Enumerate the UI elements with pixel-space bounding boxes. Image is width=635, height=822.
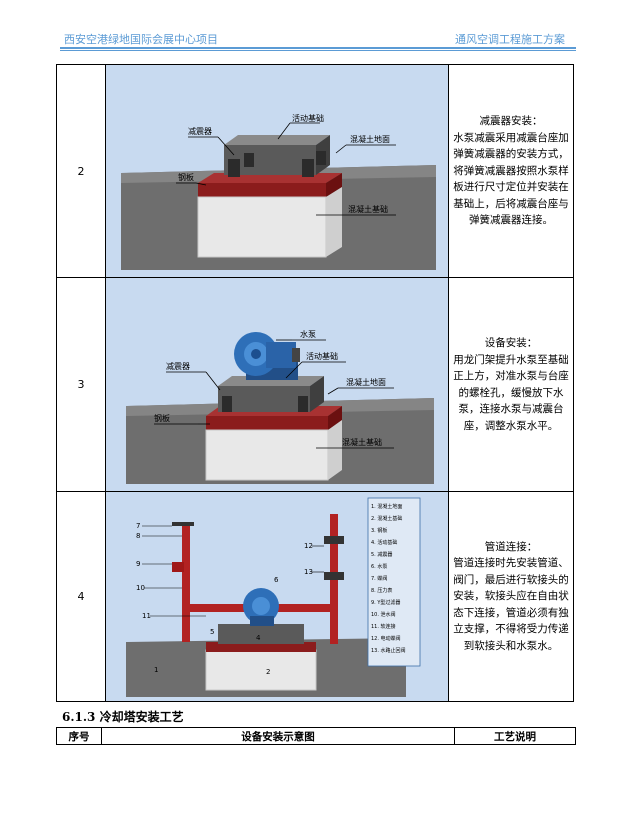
- row-number: 3: [56, 277, 106, 492]
- legend-item: 5. 减震器: [371, 551, 392, 558]
- desc-title: 减震器安装：: [479, 115, 543, 128]
- callout-1: 1: [154, 666, 158, 674]
- label-concrete-foundation: 混凝土基础: [348, 204, 388, 214]
- desc-title: 管道连接：: [484, 540, 538, 553]
- header-right-title: 通风空调工程施工方案: [455, 33, 565, 46]
- legend-item: 9. Y型过滤器: [371, 599, 400, 606]
- callout-11: 11: [142, 612, 151, 620]
- table-row: 2: [56, 64, 574, 278]
- col-header-diagram: 设备安装示意图: [101, 727, 455, 745]
- row-number: 4: [56, 491, 106, 702]
- callout-13: 13: [304, 568, 313, 576]
- row-number: 2: [56, 64, 106, 278]
- callout-2: 2: [266, 668, 270, 676]
- callout-4: 4: [256, 634, 261, 642]
- step-description: 减震器安装： 水泵减震采用减震台座加弹簧减震器的安装方式，将弹簧减震器按照水泵样…: [448, 64, 574, 278]
- desc-body: 水泵减震采用减震台座加弹簧减震器的安装方式，将弹簧减震器按照水泵样板进行尺寸定位…: [453, 131, 569, 227]
- legend-list: 1. 混凝土地面 2. 混凝土基础 3. 钢板 4. 活动基础 5. 减震器 6…: [371, 503, 406, 654]
- col-header-process: 工艺说明: [454, 727, 576, 745]
- legend-item: 4. 活动基础: [371, 539, 397, 546]
- callout-7: 7: [136, 522, 140, 530]
- step-description: 管道连接： 管道连接时先安装管道、阀门，最后进行软接头的安装，软接头应在自由状态…: [448, 491, 574, 702]
- label-damper: 减震器: [166, 361, 190, 371]
- callout-9: 9: [136, 560, 140, 568]
- step-illustration: 7 8 9 10 11 12 13 6 5 4 1 2: [105, 491, 449, 702]
- desc-body: 用龙门架提升水泵至基础正上方，对准水泵与台座的螺栓孔，缓慢放下水泵，连接水泵与减…: [453, 353, 569, 432]
- legend-item: 13. 水路止回阀: [371, 647, 406, 654]
- label-steel-plate: 钢板: [154, 413, 170, 423]
- label-active-base: 活动基础: [306, 351, 338, 361]
- pipe-connection-diagram: 7 8 9 10 11 12 13 6 5 4 1 2: [106, 492, 448, 701]
- callout-6: 6: [274, 576, 279, 584]
- step-illustration: 活动基础 减震器 混凝土地面 钢板 混凝土基础: [105, 64, 449, 278]
- label-damper: 减震器: [188, 126, 212, 136]
- header-rule: [60, 47, 576, 49]
- legend-item: 11. 软连接: [371, 623, 396, 630]
- callout-8: 8: [136, 532, 140, 540]
- section-title: 6.1.3 冷却塔安装工艺: [62, 710, 184, 724]
- label-pump: 水泵: [300, 329, 316, 339]
- legend-box: [367, 497, 421, 667]
- callout-10: 10: [136, 584, 145, 592]
- label-steel-plate: 钢板: [178, 172, 194, 182]
- table-row: 3: [56, 277, 574, 492]
- cooling-tower-table-header: 序号 设备安装示意图 工艺说明: [56, 727, 576, 745]
- pump-install-diagram: 水泵 活动基础 减震器 混凝土地面 钢板 混凝土基础: [106, 278, 448, 491]
- header-rule-thin: [60, 50, 576, 51]
- step-description: 设备安装： 用龙门架提升水泵至基础正上方，对准水泵与台座的螺栓孔，缓慢放下水泵，…: [448, 277, 574, 492]
- callout-12: 12: [304, 542, 313, 550]
- concrete-foundation-shape: [197, 196, 327, 258]
- col-header-seq: 序号: [56, 727, 102, 745]
- label-concrete-floor: 混凝土地面: [350, 134, 390, 144]
- table-row: 4 7: [56, 491, 574, 702]
- label-concrete-foundation: 混凝土基础: [342, 437, 382, 447]
- desc-body: 管道连接时先安装管道、阀门，最后进行软接头的安装，软接头应在自由状态下连接，管道…: [453, 557, 569, 652]
- callout-5: 5: [210, 628, 214, 636]
- legend-item: 6. 水泵: [371, 563, 387, 570]
- table-header-row: 序号 设备安装示意图 工艺说明: [56, 727, 576, 745]
- legend-item: 1. 混凝土地面: [371, 503, 402, 510]
- pipe-left-shape: [182, 522, 190, 642]
- legend-item: 3. 钢板: [371, 527, 387, 534]
- label-active-base: 活动基础: [292, 113, 324, 123]
- legend-item: 12. 电动蝶阀: [371, 635, 401, 642]
- desc-title: 设备安装：: [484, 337, 538, 349]
- legend-item: 8. 压力表: [371, 587, 392, 594]
- steel-plate-shape: [198, 183, 326, 197]
- install-steps-table: 2: [56, 64, 574, 702]
- damper-shape: [228, 159, 240, 177]
- legend-item: 2. 混凝土基础: [371, 515, 402, 522]
- step-illustration: 水泵 活动基础 减震器 混凝土地面 钢板 混凝土基础: [105, 277, 449, 492]
- damper-install-diagram: 活动基础 减震器 混凝土地面 钢板 混凝土基础: [106, 65, 448, 277]
- label-concrete-floor: 混凝土地面: [346, 377, 386, 387]
- legend-item: 10. 泄水阀: [371, 611, 396, 618]
- header-left-title: 西安空港绿地国际会展中心项目: [64, 33, 218, 46]
- legend-item: 7. 蝶阀: [371, 575, 387, 582]
